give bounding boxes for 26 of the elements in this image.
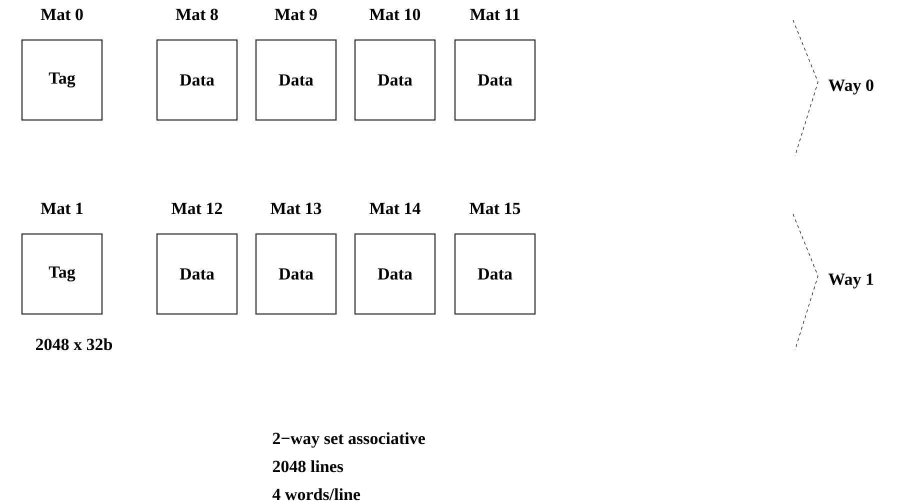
- node-label: Mat 10: [370, 8, 420, 20]
- node-label: Mat 12: [172, 202, 222, 214]
- memory-mat-box: Mat 1 Tag: [22, 202, 102, 314]
- node-label: Mat 1: [40, 202, 83, 214]
- way-label: Way 0: [828, 80, 874, 94]
- memory-mat-box: Mat 9 Data: [256, 8, 336, 120]
- note-text: 4 words/line: [272, 488, 360, 500]
- node-label: Mat 15: [470, 202, 520, 214]
- memory-mat-box: Mat 12 Data: [156, 202, 238, 314]
- node-label: Mat 8: [176, 8, 218, 20]
- memory-mat-box: Mat 0 Tag: [22, 8, 102, 120]
- memory-mat-box: Mat 11 Data: [454, 8, 536, 120]
- node-label: Mat 13: [270, 202, 322, 214]
- size-label: 2048 x 32b: [36, 338, 112, 350]
- node-label: Mat 0: [40, 8, 83, 20]
- memory-mat-box: Mat 15 Data: [454, 202, 536, 314]
- node-label: Mat 14: [370, 202, 420, 214]
- memory-mat-box: Mat 8 Data: [156, 8, 238, 120]
- way-label: Way 1: [828, 274, 874, 288]
- note-text: 2−way set associative: [272, 432, 425, 448]
- memory-mat-box: Mat 10 Data: [354, 8, 436, 120]
- node-label: Mat 9: [274, 8, 317, 20]
- node-label: Mat 11: [470, 8, 520, 20]
- memory-mat-box: Mat 13 Data: [256, 202, 336, 314]
- memory-mat-box: Mat 14 Data: [354, 202, 436, 314]
- note-text: 2048 lines: [272, 460, 344, 472]
